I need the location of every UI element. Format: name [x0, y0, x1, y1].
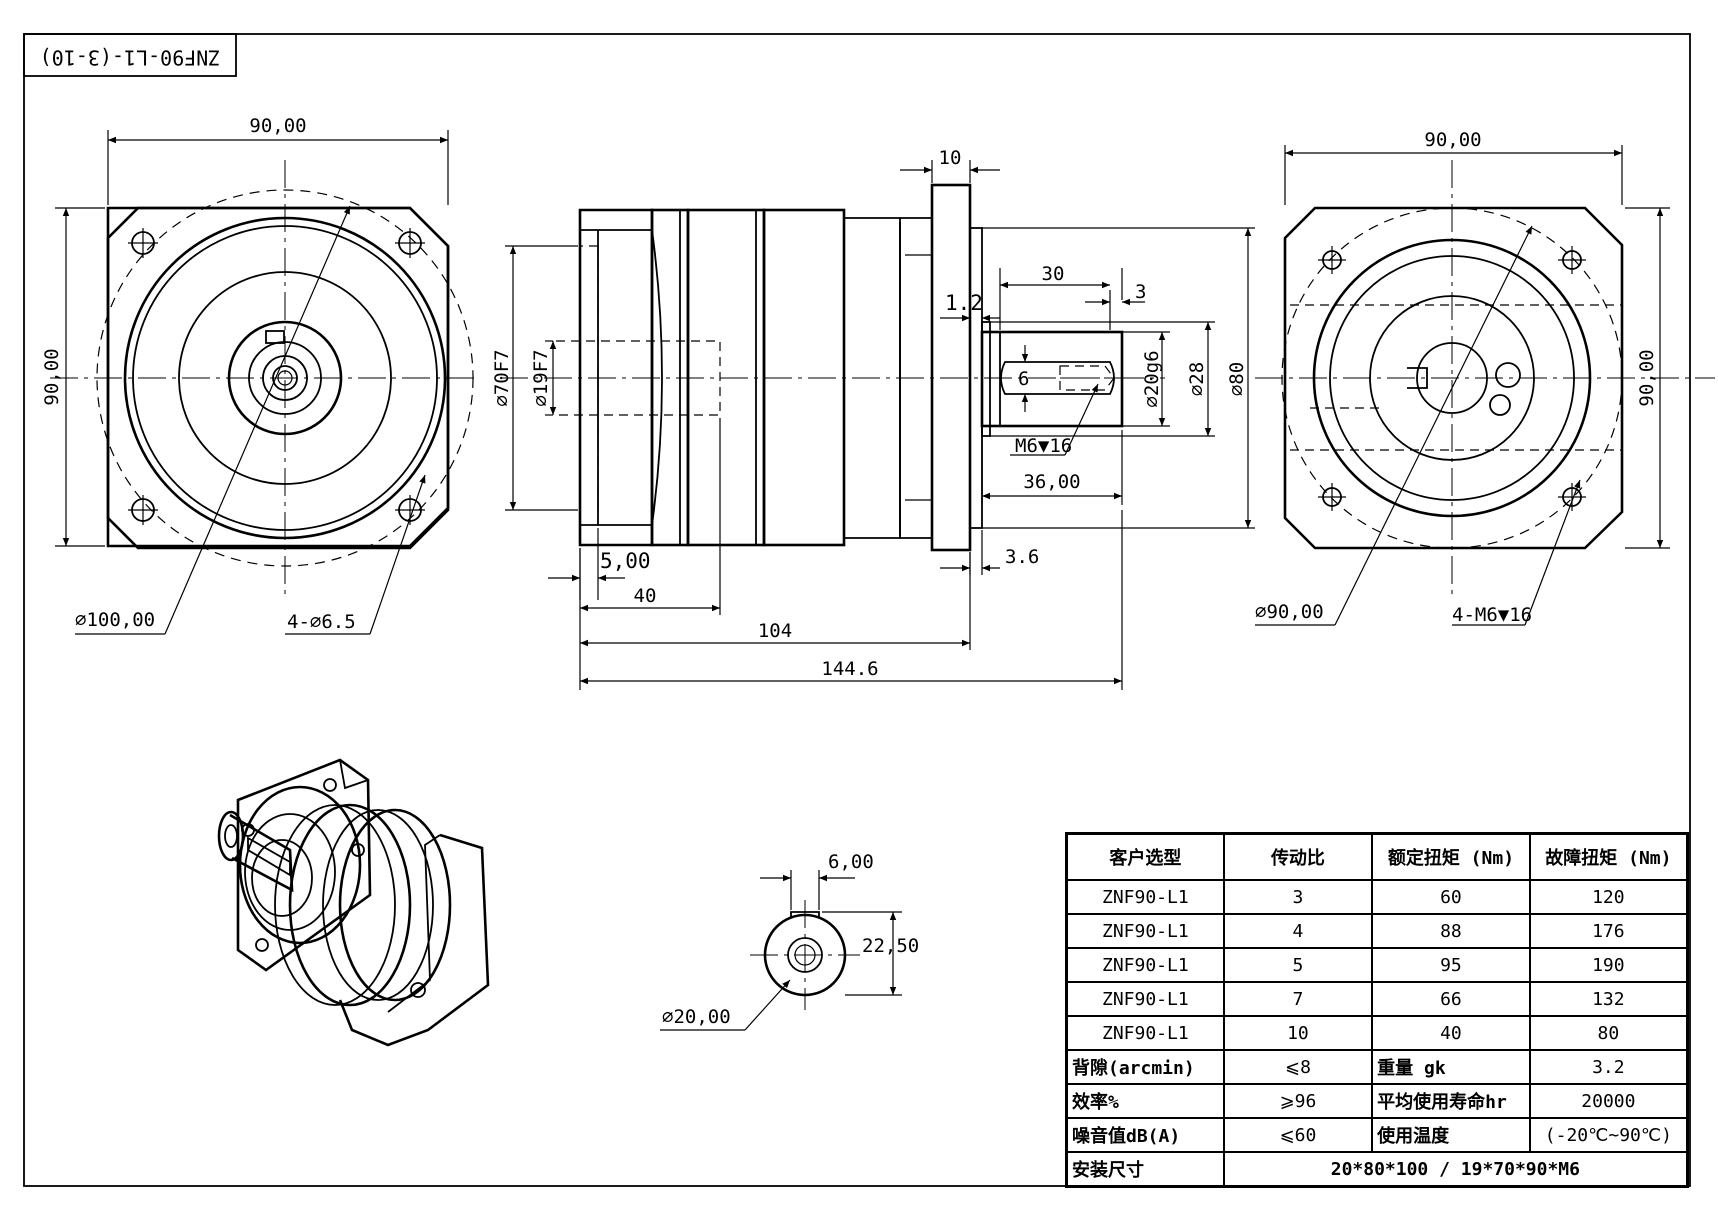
- table-row: ZNF90-L1 10 40 80: [1065, 1015, 1689, 1051]
- mount-label: 安装尺寸: [1065, 1151, 1225, 1188]
- shoulder-dia-dim: ⌀28: [1186, 362, 1208, 396]
- drawing-border: [23, 33, 1691, 1187]
- front-hole-dim: 4-⌀6.5: [287, 611, 356, 633]
- shaft-dia-dim: ⌀20g6: [1141, 350, 1163, 407]
- rear-view: 90,00 90,00 ⌀90,00 4-M6▼16: [1255, 129, 1715, 626]
- front-height-dim: 90,00: [41, 348, 63, 405]
- isometric-view: [217, 758, 490, 1047]
- cell-model: ZNF90-L1: [1065, 879, 1225, 915]
- side-view: 10 30 3 1.2 6 M6▼16 36,00 3.6: [491, 147, 1255, 690]
- prop-row: 效率% ⩾96 平均使用寿命hr 20000: [1065, 1083, 1689, 1119]
- pilot-dia-dim: ⌀80: [1226, 362, 1248, 396]
- prop-value-life: 20000: [1528, 1083, 1689, 1119]
- prop-label-life: 平均使用寿命hr: [1371, 1083, 1531, 1119]
- key-width-dim: 6: [1018, 368, 1029, 390]
- total-length-dim: 144.6: [821, 658, 878, 680]
- prop-row: 背隙(arcmin) ⩽8 重量 gk 3.2: [1065, 1049, 1689, 1085]
- prop-label-noise: 噪音值dB(A): [1065, 1117, 1225, 1153]
- rear-width-dim: 90,00: [1424, 129, 1481, 151]
- rear-height-dim: 90,00: [1636, 349, 1658, 406]
- cell-ratio: 3: [1222, 879, 1374, 915]
- rear-pcd-dim: ⌀90,00: [1255, 601, 1324, 623]
- key-offset-dim: 3: [1135, 281, 1146, 303]
- prop-value-noise: ⩽60: [1222, 1117, 1374, 1153]
- header-fault-torque: 故障扭矩 (Nm): [1528, 832, 1689, 881]
- table-row: ZNF90-L1 7 66 132: [1065, 981, 1689, 1017]
- mount-value: 20*80*100 / 19*70*90*M6: [1222, 1151, 1689, 1188]
- rear-tap-dim: 4-M6▼16: [1452, 604, 1532, 626]
- prop-value-backlash: ⩽8: [1222, 1049, 1374, 1085]
- cell-model: ZNF90-L1: [1065, 981, 1225, 1017]
- mount-row: 安装尺寸 20*80*100 / 19*70*90*M6: [1065, 1151, 1689, 1188]
- spigot-dim: 3.6: [1005, 546, 1039, 568]
- cell-fault-torque: 190: [1528, 947, 1689, 983]
- front-pcd-dim: ⌀100,00: [75, 609, 155, 631]
- cell-model: ZNF90-L1: [1065, 913, 1225, 949]
- cell-fault-torque: 176: [1528, 913, 1689, 949]
- table-row: ZNF90-L1 3 60 120: [1065, 879, 1689, 915]
- cell-ratio: 7: [1222, 981, 1374, 1017]
- front-mount-holes: [128, 228, 425, 525]
- prop-label-efficiency: 效率%: [1065, 1083, 1225, 1119]
- prop-value-weight: 3.2: [1528, 1049, 1689, 1085]
- input-pilot-dia-dim: ⌀70F7: [491, 349, 513, 406]
- tap-dim: M6▼16: [1015, 435, 1072, 457]
- cell-ratio: 4: [1222, 913, 1374, 949]
- cell-rated-torque: 66: [1371, 981, 1531, 1017]
- shaft-length-dim: 30: [1042, 263, 1065, 285]
- cell-fault-torque: 132: [1528, 981, 1689, 1017]
- header-model: 客户选型: [1065, 832, 1225, 881]
- cell-rated-torque: 88: [1371, 913, 1531, 949]
- prop-value-efficiency: ⩾96: [1222, 1083, 1374, 1119]
- flange-thickness-dim: 10: [939, 147, 962, 169]
- section-key-width-dim: 6,00: [828, 851, 874, 873]
- cell-fault-torque: 120: [1528, 879, 1689, 915]
- prop-row: 噪音值dB(A) ⩽60 使用温度 (-20℃~90℃): [1065, 1117, 1689, 1153]
- prop-value-temp: (-20℃~90℃): [1528, 1117, 1689, 1153]
- prop-label-backlash: 背隙(arcmin): [1065, 1049, 1225, 1085]
- input-bore-length-dim: 40: [634, 585, 657, 607]
- shoulder-dim: 1.2: [945, 291, 983, 315]
- spec-table-header: 客户选型 传动比 额定扭矩 (Nm) 故障扭矩 (Nm): [1065, 832, 1689, 881]
- header-ratio: 传动比: [1222, 832, 1374, 881]
- table-row: ZNF90-L1 5 95 190: [1065, 947, 1689, 983]
- front-width-dim: 90,00: [249, 115, 306, 137]
- cell-ratio: 10: [1222, 1015, 1374, 1051]
- table-row: ZNF90-L1 4 88 176: [1065, 913, 1689, 949]
- section-key-height-dim: 22,50: [862, 935, 919, 957]
- cell-model: ZNF90-L1: [1065, 947, 1225, 983]
- cell-fault-torque: 80: [1528, 1015, 1689, 1051]
- shaft-full-dim: 36,00: [1023, 471, 1080, 493]
- spec-table: 客户选型 传动比 额定扭矩 (Nm) 故障扭矩 (Nm) ZNF90-L1 3 …: [1065, 832, 1689, 1188]
- rear-tapped-holes: [1318, 246, 1586, 511]
- prop-label-weight: 重量 gk: [1371, 1049, 1531, 1085]
- cell-ratio: 5: [1222, 947, 1374, 983]
- title-text: ZNF90-L1-(3-10): [40, 46, 221, 70]
- cell-rated-torque: 40: [1371, 1015, 1531, 1051]
- cell-rated-torque: 60: [1371, 879, 1531, 915]
- title-block: ZNF90-L1-(3-10): [23, 33, 237, 77]
- header-rated-torque: 额定扭矩 (Nm): [1371, 832, 1531, 881]
- front-view: 90,00 90,00 ⌀100,00 4-⌀6.5: [41, 115, 475, 635]
- cell-rated-torque: 95: [1371, 947, 1531, 983]
- shaft-section: 6,00 22,50 ⌀20,00: [660, 851, 919, 1031]
- input-depth-dim: 5,00: [600, 549, 651, 573]
- body-length-dim: 104: [758, 620, 792, 642]
- section-dia-dim: ⌀20,00: [662, 1006, 731, 1028]
- cell-model: ZNF90-L1: [1065, 1015, 1225, 1051]
- prop-label-temp: 使用温度: [1371, 1117, 1531, 1153]
- input-bore-dia-dim: ⌀19F7: [530, 349, 552, 406]
